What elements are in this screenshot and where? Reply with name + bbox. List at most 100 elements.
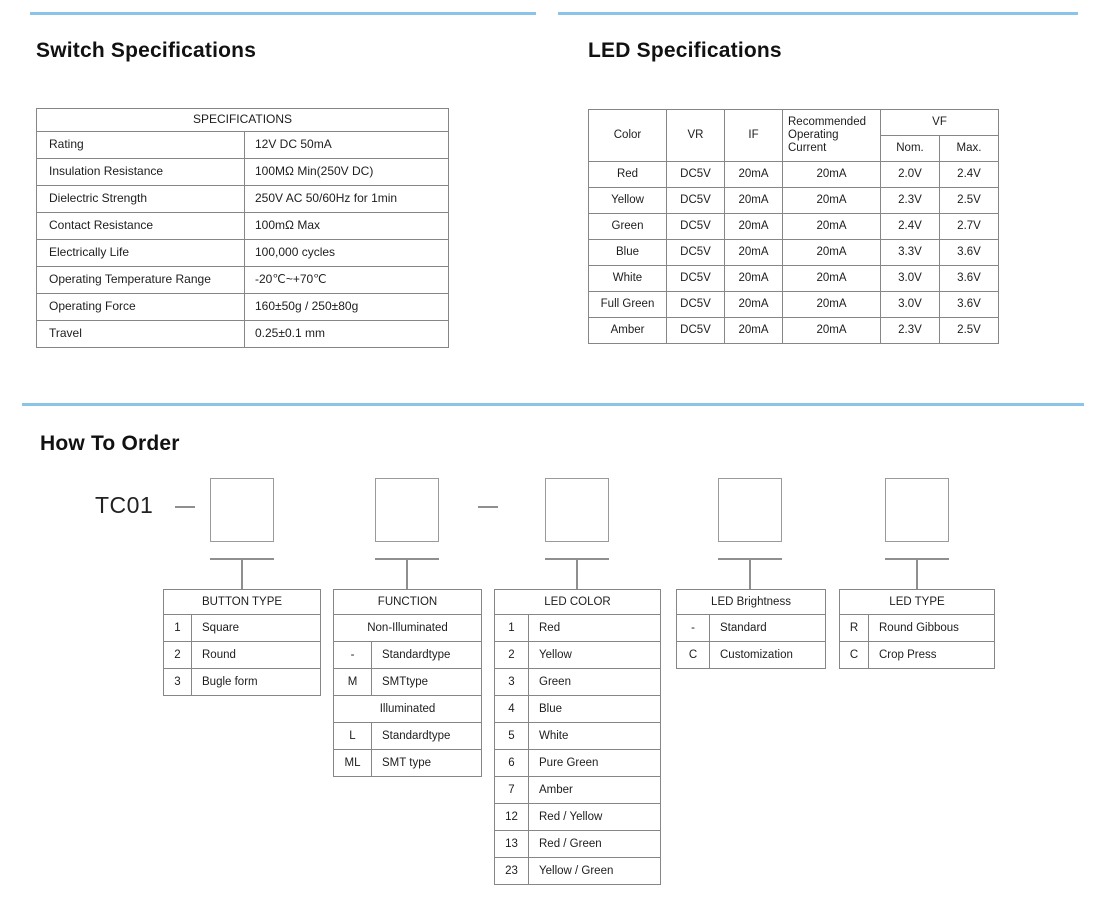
table-row: Amber DC5V 20mA 20mA 2.3V 2.5V xyxy=(588,317,1000,344)
option-table-title: FUNCTION xyxy=(332,589,483,615)
how-to-order-title: How To Order xyxy=(40,432,180,455)
order-base-code: TC01 xyxy=(95,492,154,518)
option-code: 7 xyxy=(494,776,529,804)
order-code-box-led-type[interactable] xyxy=(885,478,949,542)
table-row: 7 Amber xyxy=(494,776,661,804)
order-separator-dash-1 xyxy=(175,506,195,508)
spec-name-travel: Travel xyxy=(36,320,245,348)
table-row: C Crop Press xyxy=(839,641,995,669)
option-desc: Yellow / Green xyxy=(528,857,661,885)
option-code: L xyxy=(333,722,372,750)
led-row-if: 20mA xyxy=(724,265,783,292)
table-row: - Standardtype xyxy=(333,641,483,669)
option-group-label: Illuminated xyxy=(332,695,483,723)
option-code: R xyxy=(839,614,869,642)
table-row: 2 Yellow xyxy=(494,641,661,669)
led-header-color: Color xyxy=(588,109,667,162)
led-row-vf-max: 3.6V xyxy=(938,291,1000,318)
option-code: 2 xyxy=(163,641,192,669)
specifications-header-cell: SPECIFICATIONS xyxy=(36,108,449,132)
table-row: ML SMT type xyxy=(333,749,483,777)
led-row-vr: DC5V xyxy=(666,317,725,344)
table-row: 3 Green xyxy=(494,668,661,696)
order-code-box-function[interactable] xyxy=(375,478,439,542)
option-desc: Standardtype xyxy=(370,722,483,750)
led-row-color: Yellow xyxy=(588,187,667,214)
option-table-led-brightness: LED Brightness - Standard C Customizatio… xyxy=(676,589,826,669)
led-row-if: 20mA xyxy=(724,239,783,266)
switch-specifications-title: Switch Specifications xyxy=(36,39,257,62)
led-row-if: 20mA xyxy=(724,291,783,318)
led-row-current: 20mA xyxy=(782,213,881,240)
option-desc: White xyxy=(528,722,661,750)
led-row-vf-max: 2.4V xyxy=(938,161,1000,188)
option-table-title: BUTTON TYPE xyxy=(163,589,321,615)
order-code-box-led-color[interactable] xyxy=(545,478,609,542)
led-row-vf-nom: 3.3V xyxy=(880,239,940,266)
table-row: 4 Blue xyxy=(494,695,661,723)
table-row: 12 Red / Yellow xyxy=(494,803,661,831)
led-row-current: 20mA xyxy=(782,291,881,318)
led-row-vr: DC5V xyxy=(666,213,725,240)
led-row-color: Amber xyxy=(588,317,667,344)
led-header-if: IF xyxy=(724,109,783,162)
option-desc: Customization xyxy=(709,641,826,669)
connector-vertical-led-color xyxy=(576,558,578,590)
table-row: Blue DC5V 20mA 20mA 3.3V 3.6V xyxy=(588,239,1000,266)
table-row: White DC5V 20mA 20mA 3.0V 3.6V xyxy=(588,265,1000,292)
spec-name-operating-temperature-range: Operating Temperature Range xyxy=(36,266,245,294)
led-row-color: Full Green xyxy=(588,291,667,318)
led-row-current: 20mA xyxy=(782,187,881,214)
option-desc: SMT type xyxy=(370,749,483,777)
led-specifications-table: Color VR IF Recommended Operating Curren… xyxy=(588,109,1000,344)
table-row: 1 Red xyxy=(494,614,661,642)
led-row-vf-nom: 2.3V xyxy=(880,317,940,344)
option-desc: Pure Green xyxy=(528,749,661,777)
table-header-row: Nom. Max. xyxy=(589,135,1000,162)
table-header-row: BUTTON TYPE xyxy=(163,589,321,615)
table-row: 13 Red / Green xyxy=(494,830,661,858)
order-code-box-button-type[interactable] xyxy=(210,478,274,542)
option-desc: Standard xyxy=(709,614,826,642)
option-code: 23 xyxy=(494,857,529,885)
spec-value-rating: 12V DC 50mA xyxy=(244,131,449,159)
led-row-current: 20mA xyxy=(782,161,881,188)
led-header-recommended-operating-current: Recommended Operating Current xyxy=(782,109,881,162)
led-row-current: 20mA xyxy=(782,265,881,292)
option-desc: SMTtype xyxy=(370,668,483,696)
how-to-order-divider xyxy=(22,403,1084,406)
spec-value-operating-temperature-range: -20℃~+70℃ xyxy=(244,266,449,294)
table-header-row: LED Brightness xyxy=(676,589,826,615)
table-row: Non-Illuminated xyxy=(332,614,483,642)
table-row: 6 Pure Green xyxy=(494,749,661,777)
option-code: 3 xyxy=(163,668,192,696)
order-code-box-led-brightness[interactable] xyxy=(718,478,782,542)
table-row: Operating Temperature Range -20℃~+70℃ xyxy=(36,266,449,294)
led-row-vr: DC5V xyxy=(666,239,725,266)
led-row-vr: DC5V xyxy=(666,291,725,318)
led-row-if: 20mA xyxy=(724,187,783,214)
led-row-vf-max: 2.7V xyxy=(938,213,1000,240)
switch-specifications-table: SPECIFICATIONS Rating 12V DC 50mA Insula… xyxy=(36,108,449,348)
option-desc: Round Gibbous xyxy=(868,614,995,642)
spec-value-travel: 0.25±0.1 mm xyxy=(244,320,449,348)
option-code: - xyxy=(333,641,372,669)
led-row-if: 20mA xyxy=(724,161,783,188)
led-row-if: 20mA xyxy=(724,213,783,240)
led-row-vf-max: 2.5V xyxy=(938,317,1000,344)
option-table-button-type: BUTTON TYPE 1 Square 2 Round 3 Bugle for… xyxy=(163,589,321,696)
spec-value-contact-resistance: 100mΩ Max xyxy=(244,212,449,240)
option-code: ML xyxy=(333,749,372,777)
table-header-row: Color VR IF Recommended Operating Curren… xyxy=(588,109,1000,162)
led-row-vf-nom: 2.0V xyxy=(880,161,940,188)
led-row-vf-max: 3.6V xyxy=(938,265,1000,292)
spec-value-electrically-life: 100,000 cycles xyxy=(244,239,449,267)
option-table-function: FUNCTION Non-Illuminated - Standardtype … xyxy=(332,589,483,777)
table-row: C Customization xyxy=(676,641,826,669)
table-row: - Standard xyxy=(676,614,826,642)
option-code: C xyxy=(839,641,869,669)
spec-value-operating-force: 160±50g / 250±80g xyxy=(244,293,449,321)
led-specifications-title: LED Specifications xyxy=(588,39,782,62)
option-desc: Blue xyxy=(528,695,661,723)
led-row-vr: DC5V xyxy=(666,161,725,188)
